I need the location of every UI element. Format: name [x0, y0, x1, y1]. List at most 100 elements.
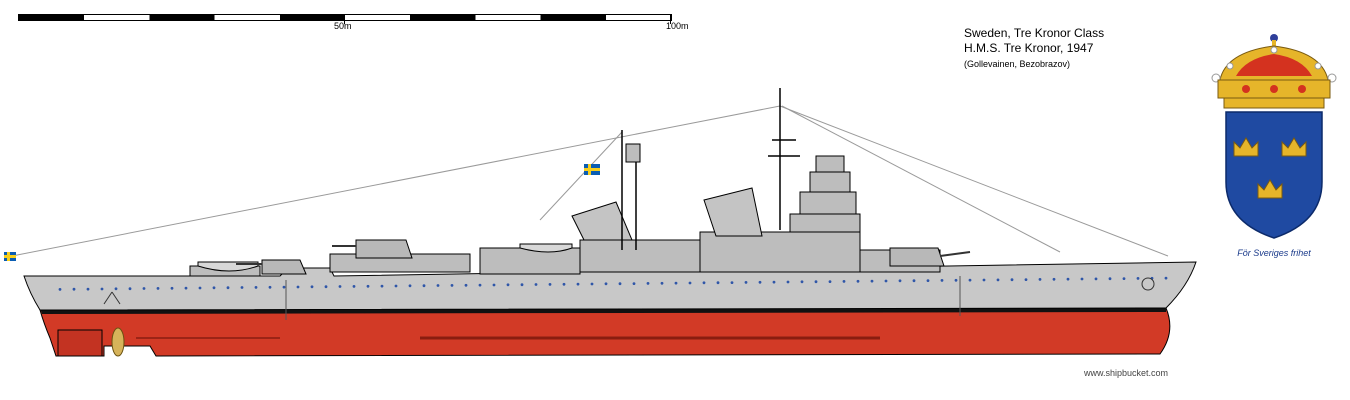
porthole [1080, 277, 1084, 281]
porthole [982, 278, 986, 282]
porthole [940, 279, 944, 282]
porthole [828, 280, 832, 283]
porthole [842, 280, 846, 283]
porthole [338, 285, 342, 288]
ship-profile-drawing [4, 88, 1197, 357]
porthole [1094, 277, 1098, 281]
flag-mainmast [584, 164, 600, 175]
porthole [506, 283, 510, 287]
porthole [702, 281, 706, 285]
porthole [296, 285, 300, 289]
porthole [926, 279, 930, 282]
porthole [142, 287, 146, 290]
porthole [674, 281, 678, 285]
porthole [268, 285, 272, 289]
title-line-ship: H.M.S. Tre Kronor, 1947 [964, 41, 1094, 55]
turret-aft-superfiring [355, 239, 413, 259]
scale-bar: 50m 100m [18, 14, 689, 36]
portholes [58, 276, 1168, 291]
porthole [632, 282, 636, 285]
porthole [520, 283, 524, 287]
porthole [912, 279, 916, 283]
porthole [324, 285, 328, 289]
porthole [128, 287, 132, 291]
porthole [996, 278, 1000, 282]
porthole [394, 284, 398, 288]
porthole [716, 281, 720, 285]
porthole [534, 283, 538, 286]
turret-forward [889, 247, 945, 267]
title-line-class: Sweden, Tre Kronor Class [964, 26, 1105, 40]
porthole [870, 279, 874, 283]
porthole [968, 278, 972, 282]
porthole [198, 286, 202, 290]
porthole [814, 280, 818, 284]
website-credit: www.shipbucket.com [1084, 368, 1169, 378]
masts [621, 88, 800, 250]
bridge-tower [789, 155, 861, 233]
scale-label-100m: 100m [666, 21, 689, 31]
porthole [492, 283, 496, 287]
anchor-marking [103, 277, 1155, 305]
flag-stern [4, 252, 16, 261]
main-turrets [236, 239, 971, 275]
porthole [576, 282, 580, 286]
porthole [408, 284, 412, 288]
porthole [772, 280, 776, 284]
midship-deckhouse [579, 239, 701, 273]
director-aft [625, 143, 641, 163]
porthole [548, 283, 552, 286]
rudder [57, 329, 103, 357]
porthole [86, 287, 90, 291]
porthole [478, 283, 482, 287]
porthole [954, 278, 958, 282]
boat-mid [519, 243, 573, 253]
porthole [282, 285, 286, 289]
porthole [562, 282, 566, 286]
porthole [380, 284, 384, 288]
porthole [856, 279, 860, 283]
porthole [730, 281, 734, 284]
porthole [1108, 277, 1112, 281]
porthole [646, 282, 650, 285]
porthole [212, 286, 216, 290]
turret-aft-lower [261, 259, 307, 275]
propeller [111, 327, 125, 357]
porthole [72, 287, 76, 291]
porthole [898, 279, 902, 283]
porthole [590, 282, 594, 286]
scale-tick-mid [344, 14, 345, 24]
porthole [744, 281, 748, 284]
rigging-lines [11, 105, 1169, 257]
scale-bar-segments [18, 14, 672, 21]
royal-crown-icon [1211, 34, 1337, 109]
scale-label-50m: 50m [334, 21, 352, 31]
porthole [1010, 278, 1014, 282]
porthole [240, 286, 244, 289]
porthole [436, 284, 440, 287]
porthole [170, 286, 174, 290]
title-credit: (Gollevainen, Bezobrazov) [964, 59, 1071, 69]
porthole [156, 287, 160, 290]
forward-superstructure [699, 231, 861, 273]
porthole [786, 280, 790, 284]
porthole [254, 286, 258, 289]
porthole [800, 280, 804, 284]
porthole [758, 280, 762, 284]
porthole [58, 288, 62, 291]
funnel-aft [571, 201, 633, 241]
porthole [450, 284, 454, 287]
porthole [464, 283, 468, 287]
porthole [422, 284, 426, 288]
porthole [184, 286, 188, 290]
three-crowns-icon [1233, 137, 1307, 199]
porthole [1038, 278, 1042, 281]
porthole [884, 279, 888, 283]
shield-icon [1225, 111, 1323, 239]
scale-tick-end [670, 14, 671, 24]
crest-motto: För Sveriges frihet [1237, 248, 1311, 258]
porthole [352, 285, 356, 288]
porthole [1122, 277, 1126, 280]
midship-deckhouse-aft [479, 247, 581, 275]
funnels [571, 187, 763, 241]
